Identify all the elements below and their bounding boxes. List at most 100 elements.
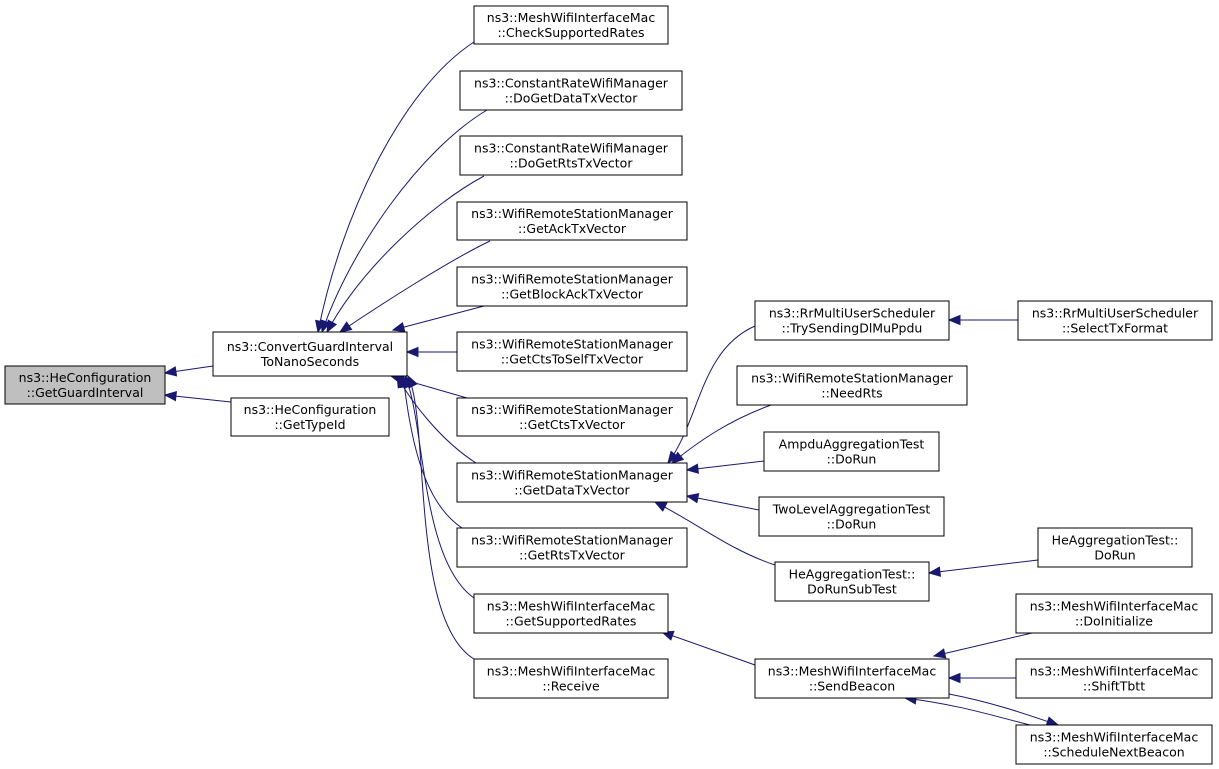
edge-line [671,404,772,464]
node-mesh_schedulenextbeacon[interactable]: ns3::MeshWifiInterfaceMac::ScheduleNextB… [1015,724,1213,765]
node-mesh_doinitialize[interactable]: ns3::MeshWifiInterfaceMac::DoInitialize [1015,593,1213,634]
node-label-line: ns3::MeshWifiInterfaceMac [768,664,937,679]
node-box [754,658,950,699]
edge-arrowhead [405,346,419,358]
edge-line [661,631,756,666]
node-wrsm_getctstoselftxvector[interactable]: ns3::WifiRemoteStationManager::GetCtsToS… [456,331,688,372]
node-rr_trysendingdlmuppdu[interactable]: ns3::RrMultiUserScheduler::TrySendingDlM… [754,300,950,341]
node-label-line: ns3::ConvertGuardInterval [227,339,393,354]
edge-wrsm_getctstoselftxvector-to-convertguardinterval [405,346,457,358]
edge-mesh_shifttbtt-to-mesh_sendbeacon [947,672,1016,684]
edge-twolevel_dorun-to-wrsm_getdatatxvector [685,493,760,511]
node-box [456,527,688,568]
node-getguardinterval[interactable]: ns3::HeConfiguration::GetGuardInterval [4,365,166,405]
node-label-line: ::GetGuardInterval [27,385,144,400]
node-box [473,593,669,634]
edge-arrowhead [670,451,685,464]
edge-arrowhead [653,501,668,512]
edge-arrowhead [932,648,947,659]
node-mesh_shifttbtt[interactable]: ns3::MeshWifiInterfaceMac::ShiftTbtt [1015,658,1213,699]
node-label-line: ns3::WifiRemoteStationManager [471,272,674,287]
edge-line [654,501,776,566]
edge-line [667,325,756,464]
edge-line [904,697,1031,726]
edge-arrowhead [1045,716,1060,727]
node-box [774,561,930,602]
node-box [1037,527,1193,568]
node-box [459,70,683,111]
node-box [1015,724,1213,765]
edge-arrowhead [927,566,942,577]
node-label-line: ::GetCtsTxVector [519,417,626,432]
edge-arrowhead [407,374,418,389]
edge-line [326,175,485,333]
edge-line [317,41,475,333]
nodes-layer: ns3::HeConfiguration::GetGuardIntervalns… [4,5,1213,765]
node-crwm_getrtstxvector[interactable]: ns3::ConstantRateWifiManager::DoGetRtsTx… [459,135,683,176]
node-label-line: ns3::MeshWifiInterfaceMac [1030,730,1199,745]
edge-line [402,375,463,529]
node-label-line: HeAggregationTest:: [1052,533,1179,548]
node-wrsm_needrts[interactable]: ns3::WifiRemoteStationManager::NeedRts [736,365,968,406]
node-box [456,266,688,307]
edge-wrsm_getacktxvector-to-convertguardinterval [338,240,491,333]
node-label-line: ToNanoSeconds [260,354,359,369]
edge-line [686,460,765,471]
node-wrsm_getrtstxvector[interactable]: ns3::WifiRemoteStationManager::GetRtsTxV… [456,527,688,568]
edge-rr_selecttxformat-to-rr_trysendingdlmuppdu [947,314,1018,326]
node-label-line: DoRunSubTest [807,582,897,597]
node-label-line: ::NeedRts [821,386,882,401]
edge-line [948,693,1059,726]
edge-line [404,375,475,599]
node-label-line: ns3::RrMultiUserScheduler [769,306,936,321]
node-label-line: TwoLevelAggregationTest [772,502,931,517]
node-twolevel_dorun[interactable]: TwoLevelAggregationTest::DoRun [758,496,945,537]
node-box [758,496,945,537]
node-label-line: ns3::MeshWifiInterfaceMac [487,10,656,25]
node-label-line: ::GetTypeId [274,417,345,432]
node-mesh_getsupportedrates[interactable]: ns3::MeshWifiInterfaceMac::GetSupportedR… [473,593,669,634]
node-label-line: DoRun [1094,548,1135,563]
node-wrsm_getdatatxvector[interactable]: ns3::WifiRemoteStationManager::GetDataTx… [456,462,688,503]
node-label-line: ::DoInitialize [1075,614,1153,629]
edge-convertguardinterval-to-getguardinterval [163,365,214,377]
node-label-line: ns3::WifiRemoteStationManager [471,533,674,548]
node-mesh_receive[interactable]: ns3::MeshWifiInterfaceMac::Receive [473,658,669,699]
node-ampdu_dorun[interactable]: AmpduAggregationTest::DoRun [763,431,940,472]
edge-arrowhead [163,390,177,402]
node-label-line: ns3::MeshWifiInterfaceMac [487,599,656,614]
node-label-line: ns3::MeshWifiInterfaceMac [1030,664,1199,679]
node-label-line: ::SendBeacon [809,679,895,694]
node-label-line: ::GetAckTxVector [518,221,627,236]
node-label-line: ::DoGetRtsTxVector [510,156,634,171]
node-box [212,331,408,377]
node-wrsm_getctstxvector[interactable]: ns3::WifiRemoteStationManager::GetCtsTxV… [456,397,688,437]
node-crwm_getdatatxvector[interactable]: ns3::ConstantRateWifiManager::DoGetDataT… [459,70,683,111]
node-box [230,397,390,437]
node-rr_selecttxformat[interactable]: ns3::RrMultiUserScheduler::SelectTxForma… [1017,300,1213,341]
node-gettypeid[interactable]: ns3::HeConfiguration::GetTypeId [230,397,390,437]
node-mesh_sendbeacon[interactable]: ns3::MeshWifiInterfaceMac::SendBeacon [754,658,950,699]
node-label-line: ::ShiftTbtt [1083,679,1145,694]
node-label-line: ns3::WifiRemoteStationManager [471,337,674,352]
edge-he_dorunsubtest-to-wrsm_getdatatxvector [653,501,776,566]
node-label-line: ::TrySendingDlMuPpdu [782,321,923,336]
edge-line [686,495,760,511]
node-label-line: ns3::ConstantRateWifiManager [474,76,669,91]
node-wrsm_getblockacktxvector[interactable]: ns3::WifiRemoteStationManager::GetBlockA… [456,266,688,307]
node-wrsm_getacktxvector[interactable]: ns3::WifiRemoteStationManager::GetAckTxV… [456,201,688,241]
node-label-line: ns3::HeConfiguration [244,402,377,417]
node-label-line: ns3::MeshWifiInterfaceMac [487,664,656,679]
node-label-line: HeAggregationTest:: [789,567,916,582]
node-checksupportedrates[interactable]: ns3::MeshWifiInterfaceMac::CheckSupporte… [473,5,669,45]
node-he_dorun[interactable]: HeAggregationTest::DoRun [1037,527,1193,568]
edge-mesh_sendbeacon-to-mesh_getsupportedrates [660,630,756,666]
edge-ampdu_dorun-to-wrsm_getdatatxvector [685,460,765,474]
node-label-line: ns3::WifiRemoteStationManager [471,468,674,483]
edge-line [392,305,485,331]
node-he_dorunsubtest[interactable]: HeAggregationTest::DoRunSubTest [774,561,930,602]
node-label-line: AmpduAggregationTest [779,437,925,452]
edge-line [933,632,1033,657]
node-box [473,5,669,45]
